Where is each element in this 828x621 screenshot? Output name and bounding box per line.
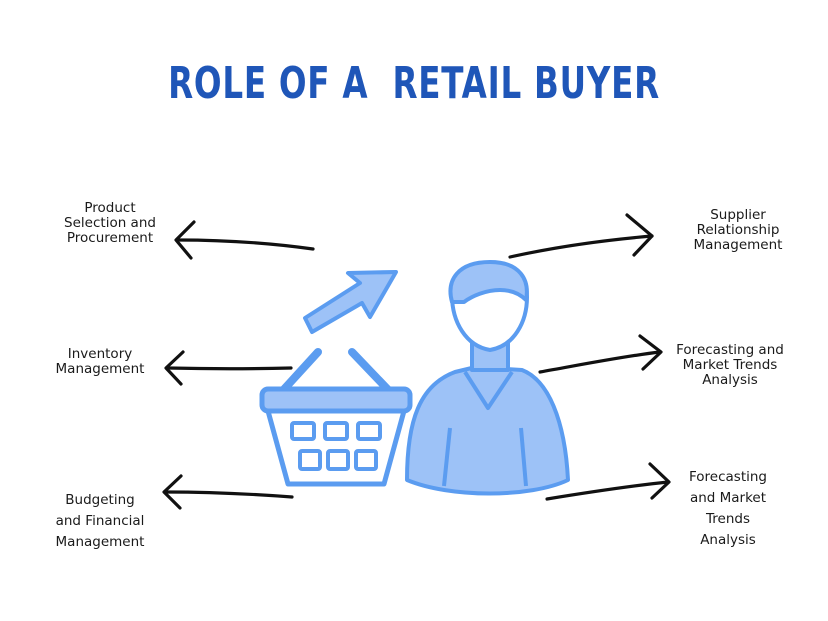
arrow-inventory — [164, 350, 293, 386]
arrow-budgeting — [162, 474, 294, 510]
page-title: ROLE OF A RETAIL BUYER — [168, 58, 660, 109]
person-icon — [405, 260, 570, 496]
role-forecasting-market-trends-2: Forecasting and Market Trends Analysis — [688, 469, 767, 548]
arrow-supplier — [508, 213, 654, 259]
up-right-arrow-icon — [303, 270, 398, 334]
role-forecasting-market-trends: Forecasting and Market Trends Analysis — [676, 342, 784, 388]
role-supplier-relationship: Supplier Relationship Management — [693, 207, 783, 253]
role-budgeting: Budgeting and Financial Management — [55, 492, 145, 550]
arrow-product-selection — [174, 220, 315, 260]
arrow-forecasting-1 — [538, 334, 663, 374]
shopping-basket-icon — [259, 348, 413, 487]
role-inventory-management: Inventory Management — [55, 346, 145, 377]
role-product-selection: Product Selection and Procurement — [64, 200, 156, 246]
arrow-forecasting-2 — [545, 462, 671, 501]
